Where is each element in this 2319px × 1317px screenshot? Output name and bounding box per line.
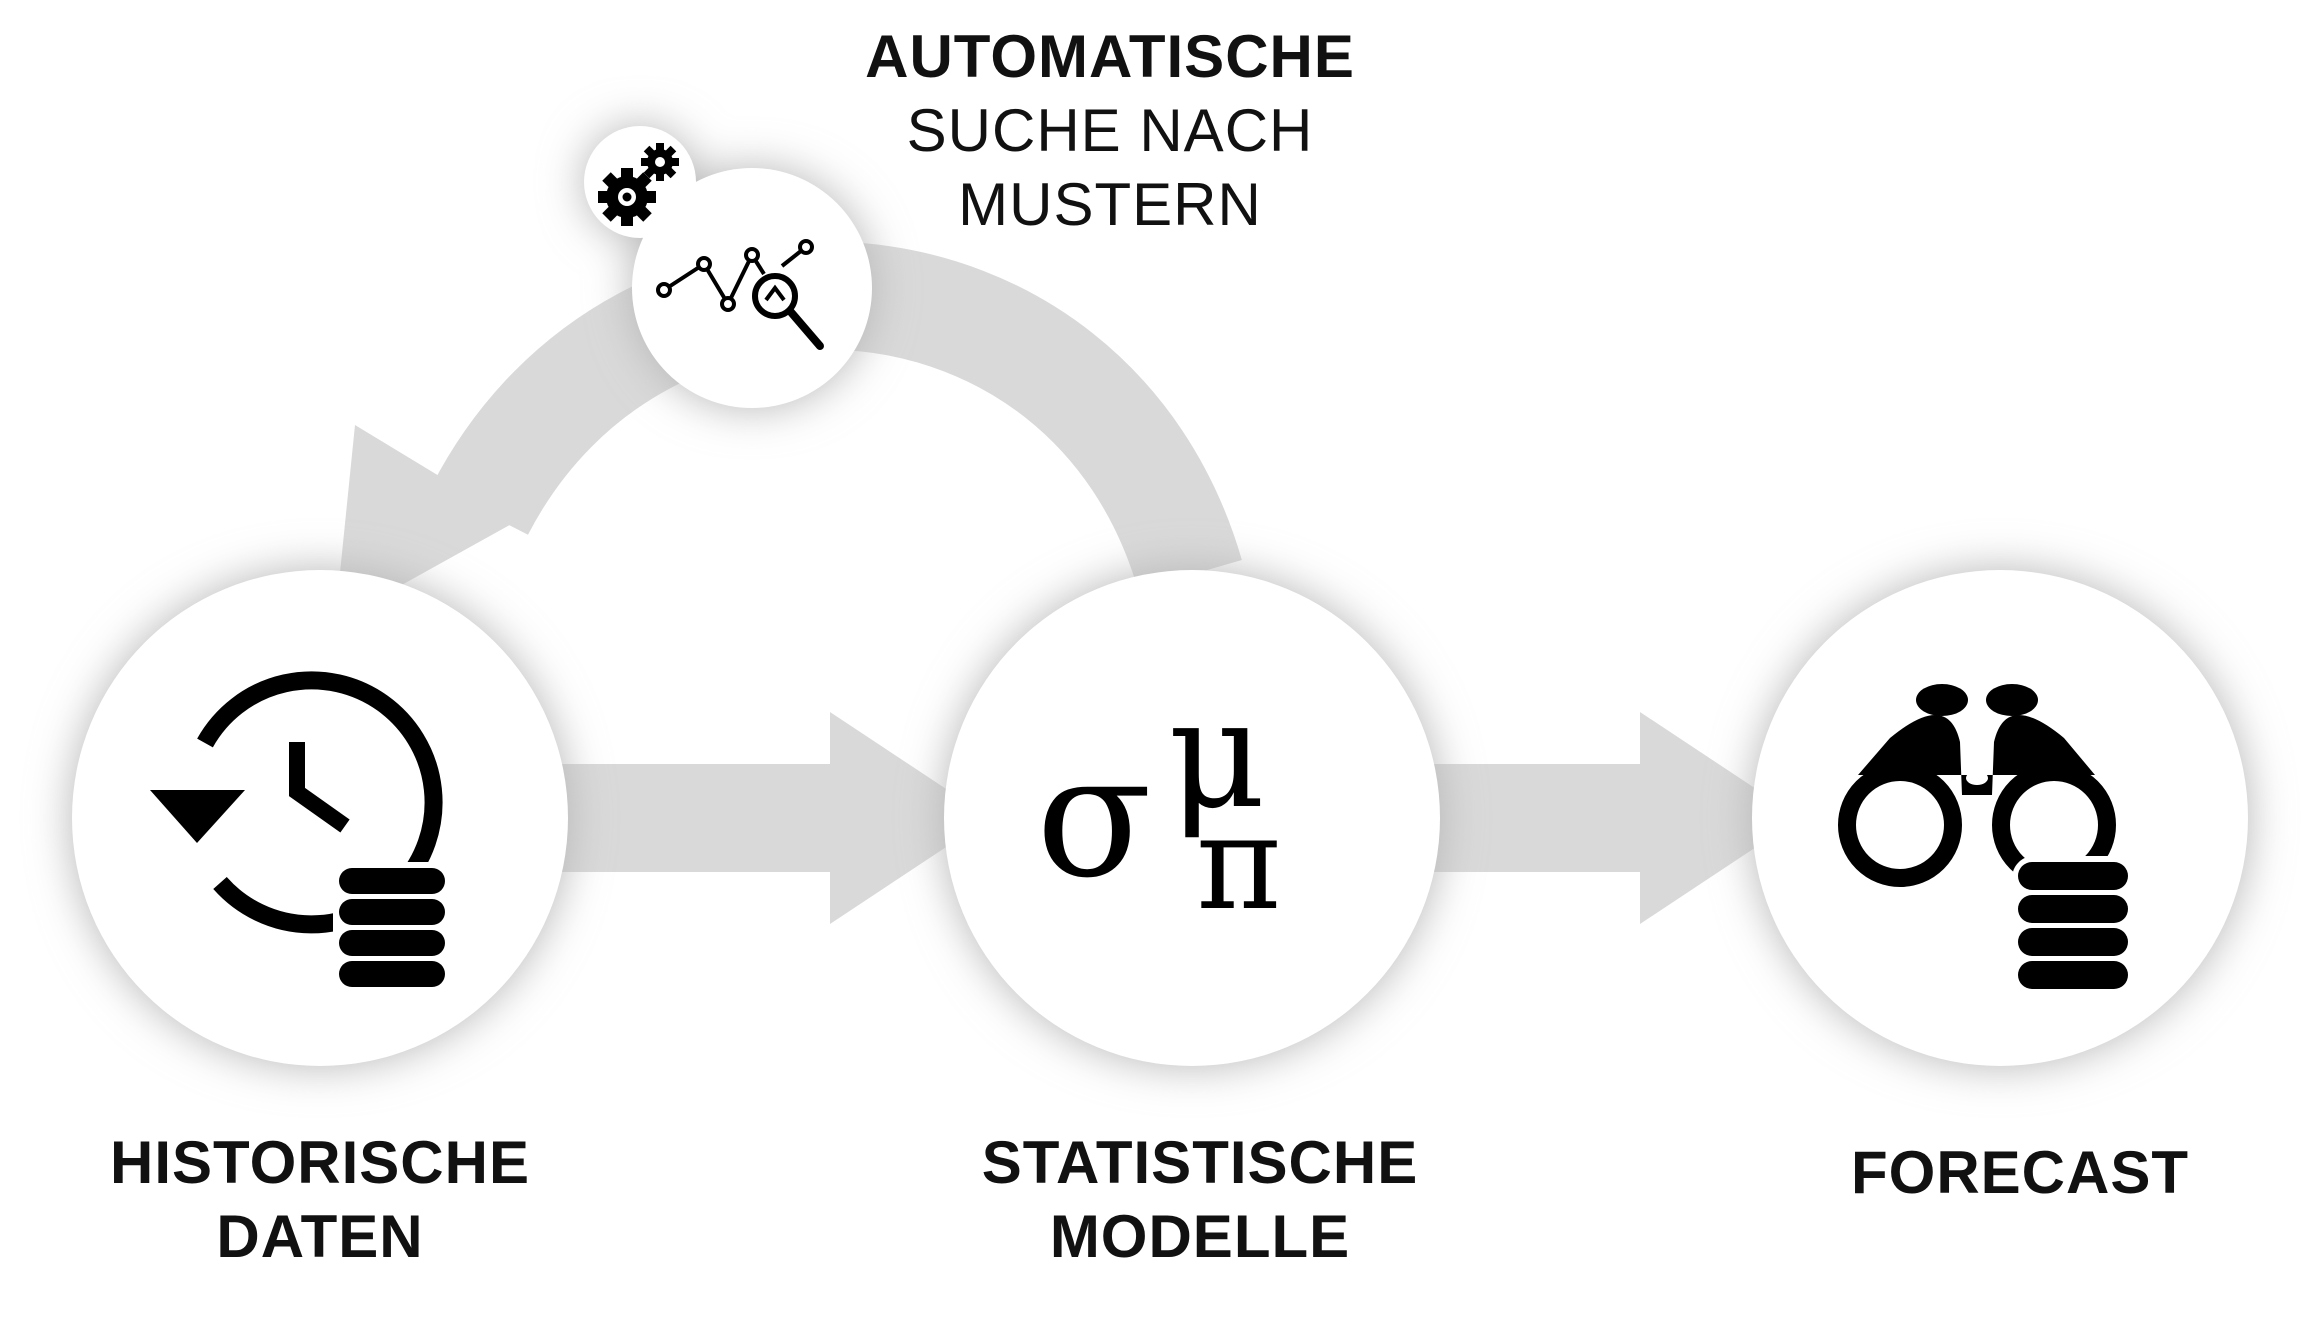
sigma-symbol: σ [1036,718,1152,916]
loop-title-line2: SUCHE NACH [906,97,1314,164]
database-icon [2012,856,2134,990]
history-database-icon [150,671,451,990]
chart-search-icon [656,239,824,350]
loop-node-circle [632,168,872,408]
arrow-historical-to-models [540,712,990,924]
loop-title-bold: AUTOMATISCHE [865,23,1355,90]
node-statistical-models-label: STATISTISCHE MODELLE [900,1126,1500,1274]
node-label-line: STATISTISCHE [981,1129,1419,1196]
gears-icon [598,143,679,226]
loop-title-line3: MUSTERN [958,171,1262,238]
node-historical-data-label: HISTORISCHE DATEN [40,1126,600,1274]
mu-symbol: μ [1168,668,1266,842]
pi-symbol: π [1196,787,1281,939]
binoculars-database-icon [1838,684,2134,990]
node-label-line: MODELLE [1049,1203,1351,1270]
node-label-line: HISTORISCHE [110,1129,530,1196]
node-statistical-models-circle [944,570,1440,1066]
database-icon [333,862,451,990]
node-label-line: FORECAST [1851,1139,2189,1206]
loop-title: AUTOMATISCHE SUCHE NACH MUSTERN [760,20,1460,242]
node-label-line: DATEN [216,1203,424,1270]
sigma-mu-pi-icon: σ μ π [1036,668,1281,939]
node-forecast-label: FORECAST [1740,1136,2300,1210]
arrow-models-to-forecast [1410,712,1800,924]
